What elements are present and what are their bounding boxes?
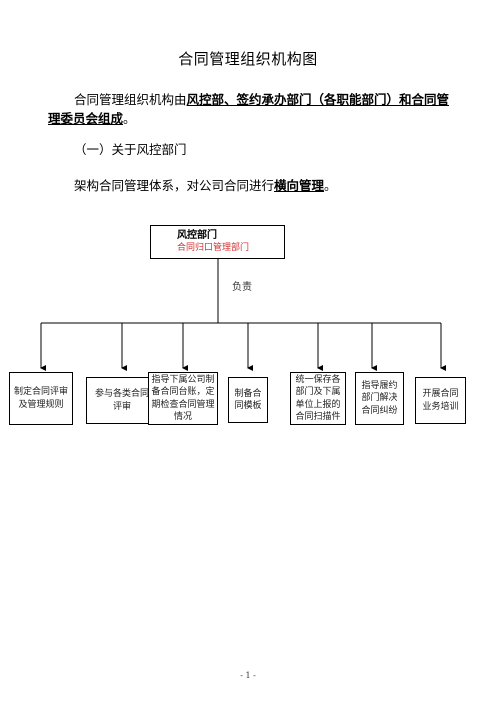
page-number: - 1 - (240, 671, 256, 680)
child-node-3: 指导下属公司制备合同台账，定期检查合同管理情况 (148, 372, 218, 425)
intro-suffix: 。 (123, 111, 136, 126)
intro-emphasis: 风控部、签约承办部门（各职能部门）和合同管理委员会组成 (48, 92, 450, 126)
child-node-2: 参与各类合同评审 (86, 377, 158, 424)
intro-paragraph: 合同管理组织机构由风控部、签约承办部门（各职能部门）和合同管理委员会组成。 (48, 90, 450, 128)
top-node-title: 风控部门 (177, 229, 217, 241)
section-suffix: 。 (324, 178, 337, 193)
section-prefix: 架构合同管理体系，对公司合同进行 (74, 178, 275, 193)
section-paragraph: 架构合同管理体系，对公司合同进行横向管理。 (74, 176, 476, 195)
section-emphasis: 横向管理 (274, 178, 325, 193)
child-node-5: 统一保存各部门及下属单位上报的合同扫描件 (290, 372, 346, 425)
page-title: 合同管理组织机构图 (178, 50, 318, 68)
intro-prefix: 合同管理组织机构由 (74, 92, 187, 107)
child-node-1: 制定合同评审及管理规则 (9, 372, 73, 425)
child-node-7: 开展合同业务培训 (415, 377, 466, 424)
child-node-4: 制备合同模板 (228, 377, 268, 423)
connector-label: 负责 (232, 282, 252, 293)
top-node-risk-control: 风控部门 合同归口管理部门 (150, 225, 285, 259)
child-node-6: 指导履约部门解决合同纠纷 (355, 372, 404, 425)
section-heading: （一）关于风控部门 (74, 142, 187, 157)
top-node-subtitle: 合同归口管理部门 (177, 243, 250, 253)
